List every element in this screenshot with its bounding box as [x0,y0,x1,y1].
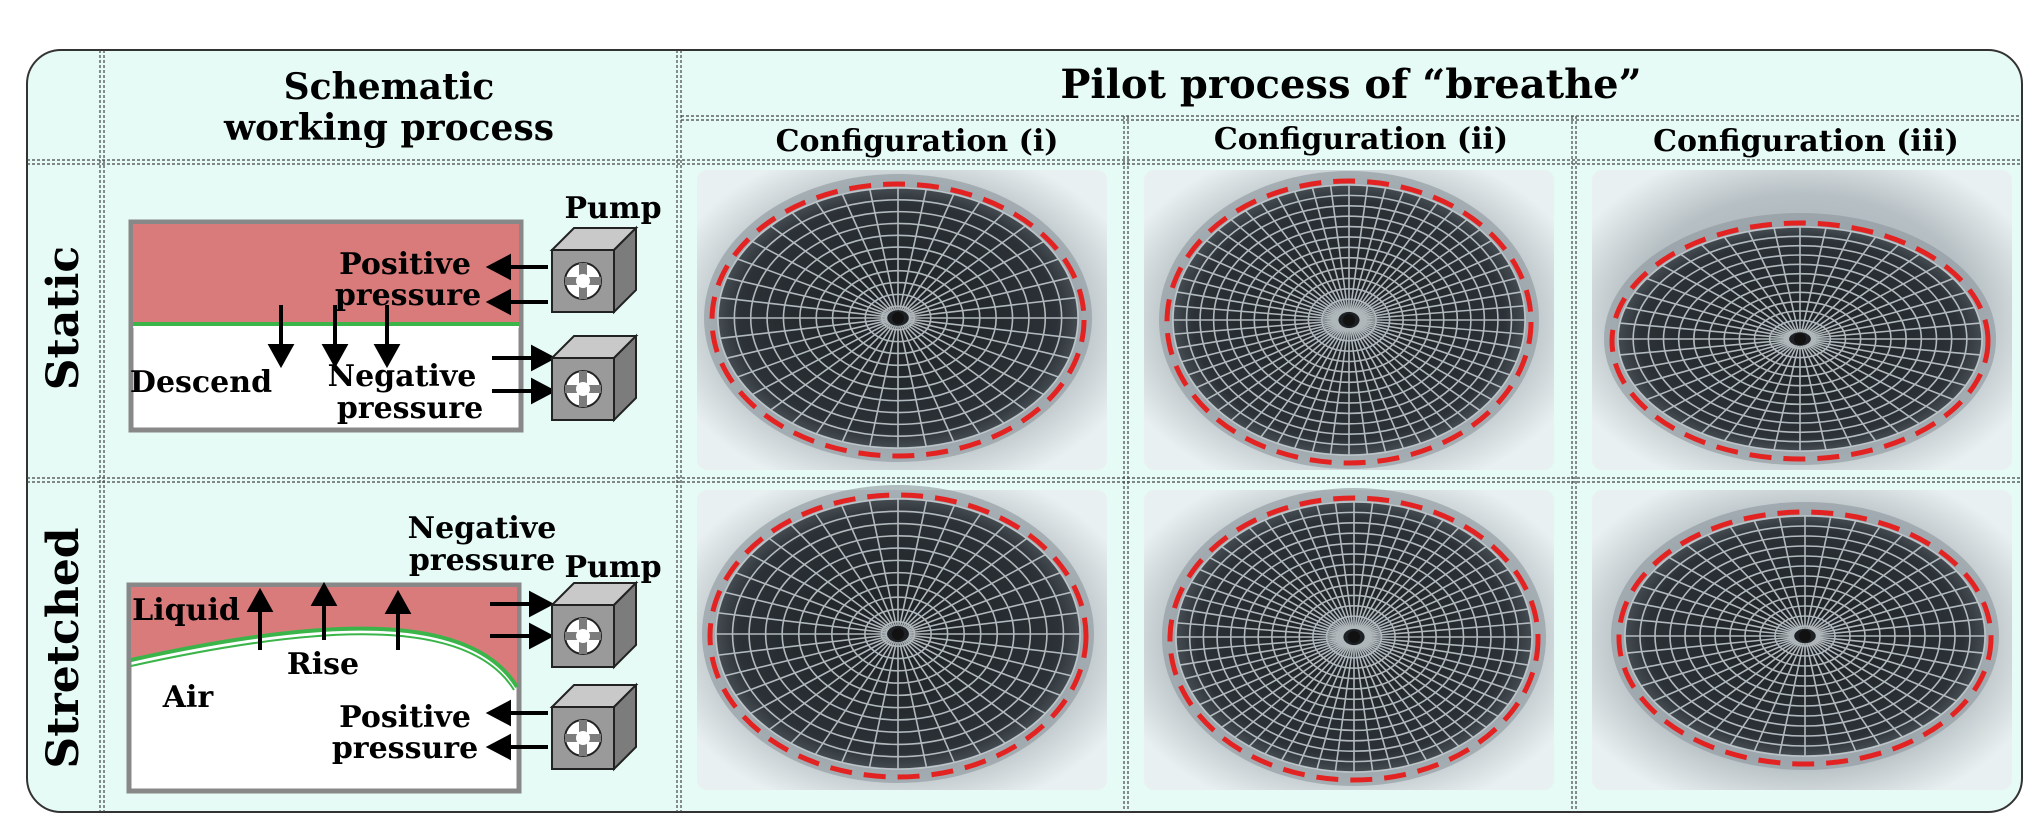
photo-static-config-ii [1144,170,1554,470]
dashed-outline [1167,495,1541,783]
photo-stretched-config-i [697,485,1107,790]
stretched-positive-label: Positive [339,700,471,735]
web-membrane-photo [1624,515,1986,757]
static-positive-label: Positive [339,247,471,282]
liquid-layer [133,224,519,324]
stretched-negative-pressure-label: pressure [409,543,555,578]
dashed-outline [709,181,1087,459]
static-schematic: Pump Positive pressure Descend Negative … [128,191,662,433]
dashed-outline [1616,509,1994,767]
web-membrane-photo [1175,501,1533,773]
web-membrane-photo [715,498,1081,770]
pump-box-icon [549,225,639,315]
descend-arrow-icon [267,305,401,369]
web-membrane-photo [1172,184,1526,456]
web-membrane-photo [717,187,1079,449]
row-label-stretched: Stretched [38,527,89,768]
pilot-title: Pilot process of “breathe” [1060,61,1641,108]
config-header-ii: Configuration (ii) [1214,122,1508,157]
pressure-arrow-icon [485,590,555,761]
web-membrane-photo [1617,226,1983,452]
pump-box-icon [549,682,639,772]
dashed-outline [1609,220,1991,462]
dashed-outline [707,492,1089,780]
grid-lines [27,50,2022,812]
pump-box-icon [549,333,639,423]
rise-arrow-icon [246,581,412,650]
stretched-schematic: Negative pressure Pump Liquid Rise Air P… [126,511,662,794]
stretched-pump-label: Pump [564,550,661,585]
schematic-title-line1: Schematic [284,66,495,108]
row-label-static: Static [38,246,89,390]
rise-label: Rise [287,647,359,682]
pressure-arrow-icon [485,253,557,405]
static-pump-label: Pump [564,191,661,226]
photo-stretched-config-ii [1144,488,1554,790]
static-positive-pressure-label: pressure [335,278,481,313]
air-label: Air [162,680,215,715]
static-negative-pressure-label: pressure [337,391,483,426]
static-negative-label: Negative [328,359,477,394]
dashed-outline [1164,178,1534,466]
photo-stretched-config-iii [1592,490,2012,790]
photo-static-config-iii [1592,170,2012,470]
photo-static-config-i [697,170,1107,470]
schematic-title-line2: working process [223,107,554,149]
static-descend-label: Descend [130,365,272,400]
liquid-layer-curved [131,587,517,687]
pump-box-icon [549,580,639,670]
stretched-negative-label: Negative [408,511,557,546]
config-header-i: Configuration (i) [776,124,1059,159]
stretched-positive-pressure-label: pressure [332,731,478,766]
config-header-iii: Configuration (iii) [1653,124,1959,159]
liquid-label: Liquid [132,593,240,628]
membrane-curve [130,626,519,689]
